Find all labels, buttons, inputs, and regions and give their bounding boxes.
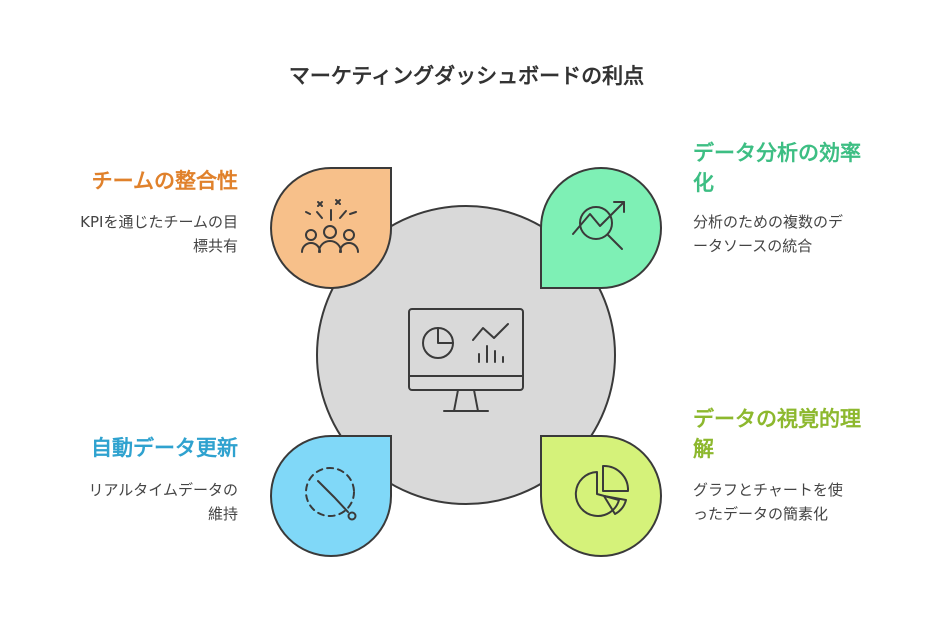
realtime-description: リアルタイムデータの 維持 [88,478,238,526]
team-celebration-icon [301,199,359,253]
search-trend-icon [572,201,625,250]
realtime-petal [270,435,392,557]
team-description: KPIを通じたチームの目 標共有 [80,210,238,258]
team-desc-line-1: KPIを通じたチームの目 [80,213,238,231]
analysis-desc-line-1: 分析のための複数のデ [693,213,844,231]
visual-desc-line-2: ったデータの簡素化 [693,505,829,523]
realtime-desc-line-1: リアルタイムデータの [88,481,238,499]
analysis-heading-line-2: 化 [693,171,714,195]
analysis-desc-line-2: ータソースの統合 [693,237,813,255]
visual-heading: データの視覚的理 解 [693,404,861,464]
page-title: マーケティングダッシュボードの利点 [288,64,645,88]
team-petal [270,167,393,289]
visual-heading-line-2: 解 [693,437,714,461]
team-heading: チームの整合性 [91,169,238,193]
analysis-description: 分析のための複数のデ ータソースの統合 [693,210,843,258]
timer-icon [305,467,357,521]
dashboard-monitor-icon [408,308,524,412]
analysis-heading: データ分析の効率 化 [693,138,861,198]
visual-desc-line-1: グラフとチャートを使 [693,481,843,499]
analysis-petal [540,167,662,289]
visual-description: グラフとチャートを使 ったデータの簡素化 [693,478,843,526]
realtime-desc-line-2: 維持 [207,505,238,523]
team-desc-line-2: 標共有 [192,237,238,255]
realtime-heading: 自動データ更新 [91,436,238,460]
pie-chart-icon [574,464,630,517]
visual-heading-line-1: データの視覚的理 [693,407,861,431]
analysis-heading-line-1: データ分析の効率 [693,141,861,165]
